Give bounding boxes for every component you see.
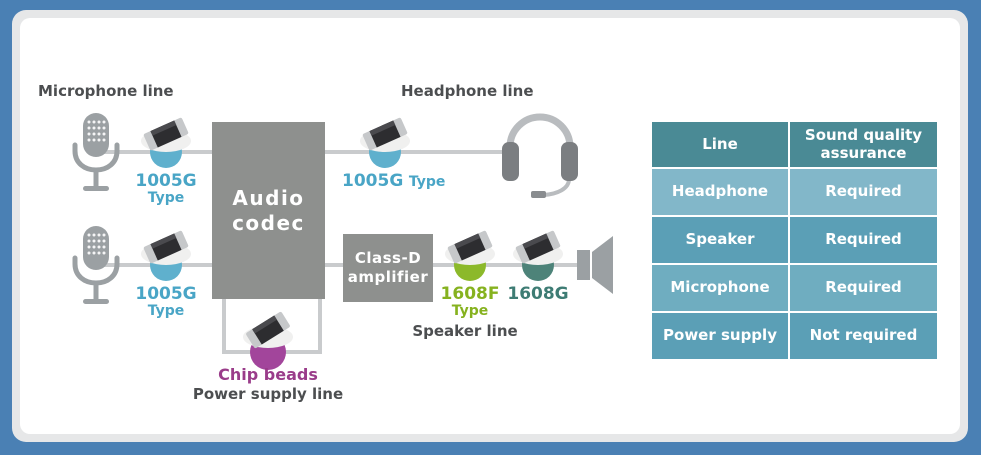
microphone-icon bbox=[72, 113, 120, 191]
table-header-assurance: Sound quality assurance bbox=[790, 122, 937, 167]
chip-bead-icon bbox=[243, 311, 293, 349]
bead-type-label: Type bbox=[147, 303, 185, 319]
table-cell-line: Speaker bbox=[652, 217, 788, 263]
headset-icon bbox=[502, 113, 578, 198]
table-cell-assurance: Required bbox=[790, 265, 937, 311]
table-cell-assurance: Required bbox=[790, 217, 937, 263]
bead-code-label: 1608F bbox=[440, 284, 500, 304]
panel-border: Microphone line Headphone line bbox=[12, 10, 968, 442]
microphone-icon bbox=[72, 226, 120, 304]
chip-bead-icon bbox=[141, 230, 191, 265]
class-d-amplifier-block: Class-D amplifier bbox=[343, 234, 433, 302]
class-d-label-line2: amplifier bbox=[347, 268, 429, 286]
audio-codec-block: Audio codec bbox=[212, 122, 325, 299]
assurance-table: Line Sound quality assurance Headphone R… bbox=[652, 122, 937, 359]
class-d-label-line1: Class-D bbox=[354, 249, 422, 268]
bead-type: Type bbox=[408, 174, 446, 190]
headphone-line-label: Headphone line bbox=[401, 82, 534, 100]
chip-bead-icon bbox=[445, 230, 495, 265]
bead-code: 1005G bbox=[342, 171, 404, 191]
microphone-line-label: Microphone line bbox=[38, 82, 174, 100]
table-cell-line: Power supply bbox=[652, 313, 788, 359]
table-cell-assurance: Not required bbox=[790, 313, 937, 359]
table-cell-line: Headphone bbox=[652, 169, 788, 215]
bead-code-label: 1608G bbox=[507, 284, 569, 304]
chip-beads-label: Chip beads bbox=[218, 365, 318, 384]
chip-bead-icon bbox=[513, 230, 563, 265]
codec-to-amp-line bbox=[325, 263, 345, 267]
chip-bead-icon bbox=[141, 117, 191, 152]
speaker-icon bbox=[577, 236, 613, 294]
speaker-line-label: Speaker line bbox=[412, 322, 518, 340]
table-cell-assurance: Required bbox=[790, 169, 937, 215]
bead-code-label: 1005G Type bbox=[342, 171, 445, 191]
table-cell-line: Microphone bbox=[652, 265, 788, 311]
table-header-line: Line bbox=[652, 122, 788, 167]
audio-codec-label-line1: Audio bbox=[232, 185, 305, 210]
bead-code-label: 1005G bbox=[135, 171, 197, 191]
power-supply-line-label: Power supply line bbox=[192, 385, 344, 403]
diagram-panel: Microphone line Headphone line bbox=[20, 18, 960, 434]
audio-codec-label-line2: codec bbox=[232, 210, 305, 235]
bead-type-label: Type bbox=[451, 303, 489, 319]
bead-type-label: Type bbox=[147, 190, 185, 206]
speaker-line bbox=[433, 263, 586, 267]
bead-code-label: 1005G bbox=[135, 284, 197, 304]
chip-bead-icon bbox=[360, 117, 410, 152]
headphone-line bbox=[325, 150, 511, 154]
